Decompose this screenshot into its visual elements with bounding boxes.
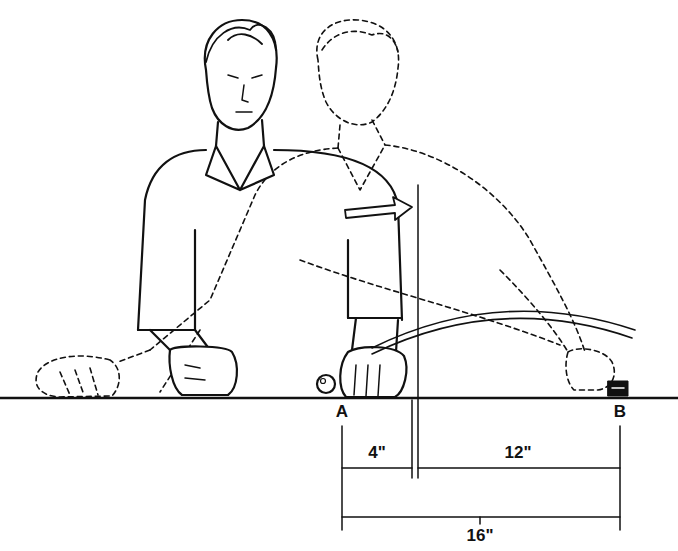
- drawing-stroke: [417, 185, 419, 478]
- drawing-stroke: [138, 318, 402, 330]
- drawing-stroke: [206, 25, 276, 62]
- target-block-mark: [612, 387, 624, 389]
- table-edge: [0, 397, 678, 400]
- drawing-stroke: [274, 150, 402, 320]
- drawing-stroke: [205, 20, 277, 130]
- drawing-stroke: [418, 467, 620, 469]
- drawing-stroke: [338, 120, 385, 148]
- drawing-stroke: [354, 365, 380, 396]
- drawing-stroke: [36, 356, 119, 397]
- dimension-lines: [342, 185, 620, 530]
- drawing-stroke: [317, 20, 399, 125]
- drawing-stroke: [216, 120, 264, 146]
- drawing-stroke: [338, 145, 385, 190]
- drawing-stroke: [340, 347, 406, 397]
- drawing-stroke: [206, 146, 274, 190]
- drawing-stroke: [195, 230, 348, 330]
- drawing-stroke: [342, 516, 620, 518]
- drawing-stroke: [566, 349, 614, 390]
- drawing-stroke: [479, 517, 481, 524]
- motion-arrow: [345, 197, 412, 220]
- drawing-stroke: [185, 365, 205, 380]
- dimension-label: 4": [366, 444, 388, 463]
- drawing-stroke: [411, 400, 413, 478]
- drawing-stroke: [342, 467, 412, 469]
- point-label: A: [334, 403, 350, 422]
- moved-figure: [36, 20, 614, 397]
- drawing-stroke: [321, 379, 326, 384]
- dimension-label: 12": [503, 444, 534, 463]
- drawing-stroke: [317, 375, 335, 393]
- drawing-stroke: [322, 31, 398, 52]
- drawing-stroke: [372, 311, 635, 348]
- drawing-stroke: [372, 318, 632, 354]
- dimension-label: 16": [465, 527, 496, 546]
- drawing-stroke: [170, 346, 237, 395]
- drawing-stroke: [341, 426, 343, 530]
- drawing-stroke: [228, 75, 262, 112]
- drawing-stroke: [619, 426, 621, 530]
- target-block: [608, 381, 628, 396]
- point-label: B: [612, 403, 628, 422]
- swing-arc: [372, 311, 635, 354]
- drawing-stroke: [60, 368, 98, 395]
